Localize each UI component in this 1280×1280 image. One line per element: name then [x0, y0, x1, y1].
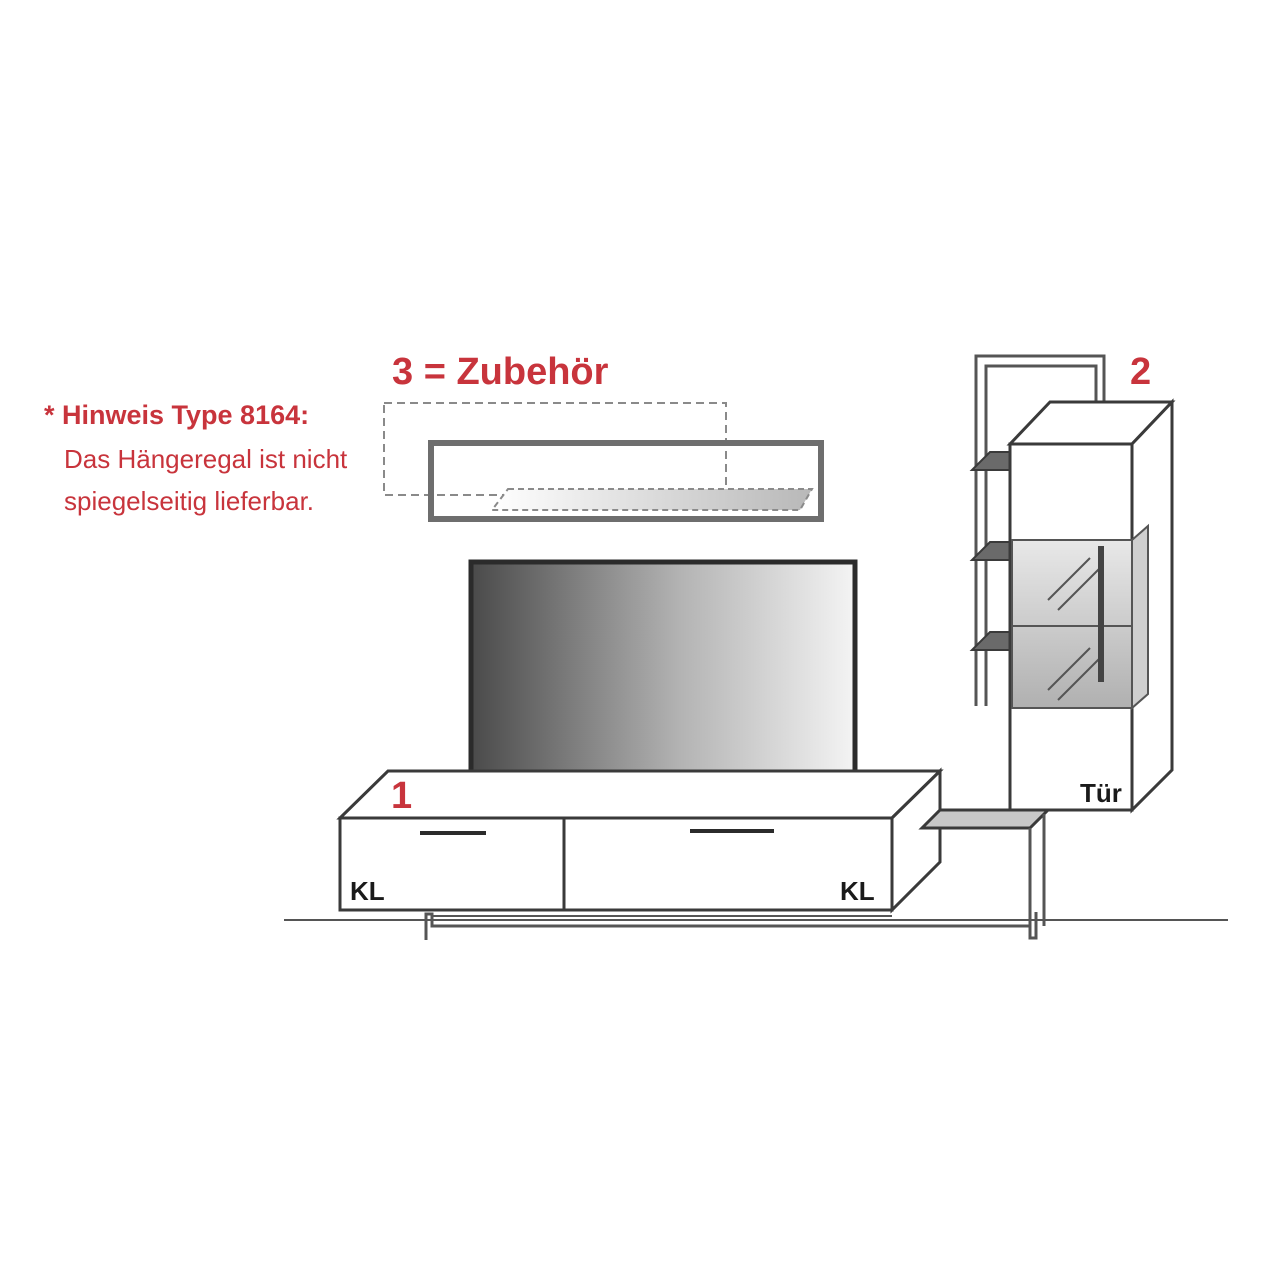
rack-shelf-3: [969, 631, 1013, 651]
shelf-board: [489, 488, 814, 511]
note-block: * Hinweis Type 8164: Das Hängeregal ist …: [44, 400, 348, 516]
item-1-label: 1: [391, 775, 412, 817]
side-shelf-board: [918, 808, 1052, 830]
drawer-right-label: KL: [840, 876, 875, 906]
lowboard-top: [336, 769, 944, 820]
rack-frame: [974, 354, 1106, 706]
note-heading: * Hinweis Type 8164:: [44, 400, 309, 430]
hanging-shelf: [383, 402, 824, 522]
shelf-frame: [428, 440, 824, 522]
rack-shelf-2: [969, 541, 1013, 561]
hanging-cabinet: [969, 354, 1176, 814]
door-label: Tür: [1080, 778, 1122, 808]
side-shelf: [918, 808, 1052, 938]
tv-screen: [468, 559, 858, 781]
note-line-2: spiegelseitig lieferbar.: [64, 486, 314, 516]
lowboard: [336, 767, 1038, 940]
door-handle: [1098, 546, 1104, 682]
accessory-label: 3 = Zubehör: [392, 351, 609, 393]
lowboard-base-frame: [424, 912, 1038, 940]
note-line-1: Das Hängeregal ist nicht: [64, 444, 348, 474]
glass-door: [1011, 539, 1133, 709]
tv: [468, 559, 858, 790]
shelf-mirror-outline: [383, 402, 727, 496]
drawer-left-label: KL: [350, 876, 385, 906]
item-2-label: 2: [1130, 351, 1151, 393]
rack-shelf-1: [969, 451, 1013, 471]
